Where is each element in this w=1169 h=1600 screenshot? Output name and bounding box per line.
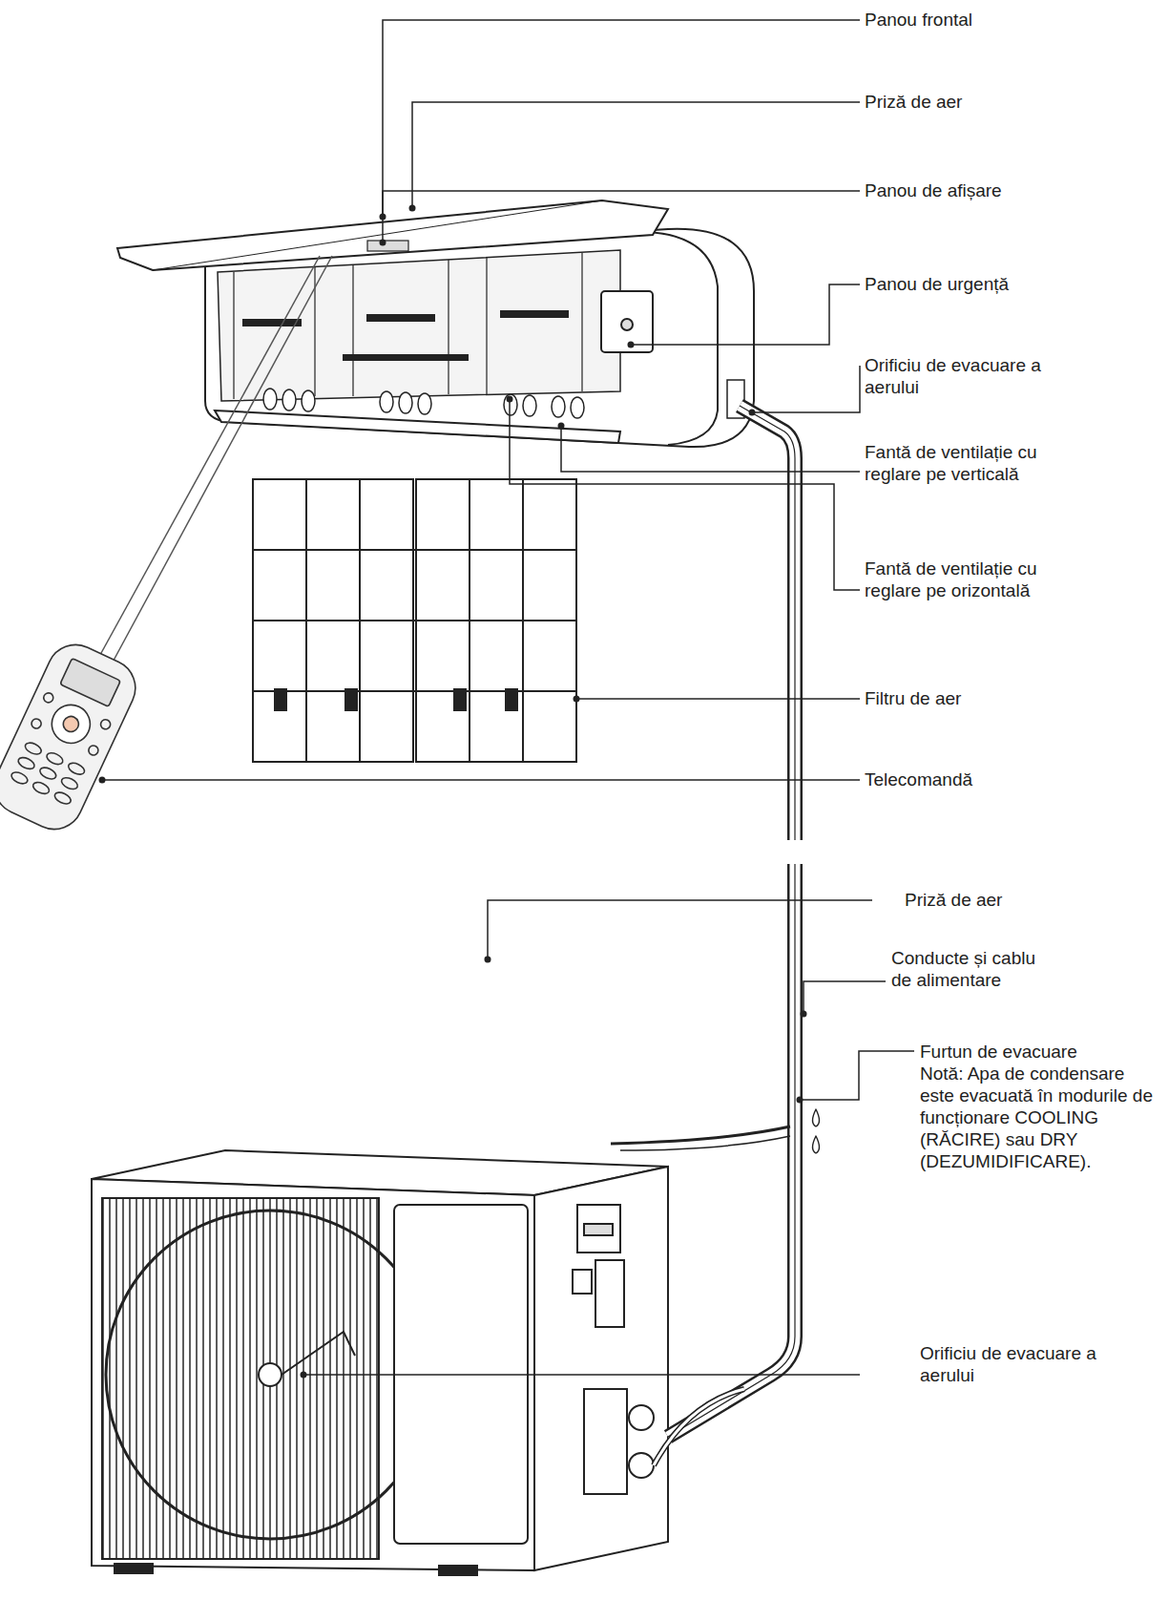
handle-grip [584,1223,613,1235]
outdoor-side [534,1166,668,1570]
pipe-center [668,863,795,1437]
leader-dot [506,396,514,403]
leader-dots [99,205,808,1378]
leader-line [382,20,860,217]
display-panel [367,240,409,251]
part-label: Panou de urgență [864,272,1151,295]
emergency-panel [601,291,653,353]
frame-line [232,271,234,399]
leader-line [102,778,860,781]
filter-tab [505,688,518,710]
leader-line [630,284,860,345]
part-label: Orificiu de evacuare a aerului [864,354,1094,398]
filter-tab [345,688,357,710]
part-label: Orificiu de evacuare a aerului [919,1341,1149,1386]
front-panel [117,200,668,271]
vent-row [263,388,585,418]
emergency-button [621,318,633,331]
filter-slot [367,314,435,321]
frame-line [581,252,583,392]
leader-dot [409,205,417,212]
leader-dot [99,776,106,784]
terminal-cover [595,1259,625,1327]
leader-dot [300,1371,308,1378]
leader-line [412,102,860,209]
pipe-branch [653,1388,745,1465]
leader-lines [102,20,915,1375]
terminal-cover [572,1269,592,1294]
part-label: Filtru de aer [864,687,1151,710]
foot [438,1565,478,1575]
part-label: Conducte și cablu de alimentare [891,946,1059,991]
leader-line [561,425,860,472]
fan-guard-arm [281,1331,355,1375]
filter-tab [454,688,466,710]
part-label: Fantă de ventilație cu reglare pe orizon… [864,557,1094,602]
part-label: Panou frontal [864,8,1151,31]
water-drop [813,1108,820,1127]
filter-grid [252,619,577,622]
leader-line [509,398,860,590]
front-panel-edge [152,200,603,271]
pipe-branch [653,1388,745,1465]
leader-dot [627,341,635,349]
frame-line [485,257,487,395]
pipe-inner [668,863,795,1437]
part-label: Fantă de ventilație cu reglare pe vertic… [864,440,1094,485]
air-filter [252,479,577,762]
leader-line [487,899,873,960]
leader-dot [800,1010,808,1018]
leader-dot [749,409,756,417]
leader-dot [573,695,581,703]
leader-line [382,190,860,243]
filter-tab [274,688,287,710]
service-valve [628,1452,654,1478]
indoor-cavity [217,250,621,401]
indoor-unit [117,200,754,447]
filter-grid [252,548,577,551]
frame-line [447,259,449,395]
outdoor-unit [91,1149,668,1575]
leader-dot [379,239,387,247]
foot [114,1563,153,1573]
leader-line [303,1373,860,1376]
fan-hub [258,1362,282,1386]
leader-line [751,365,860,413]
leader-dot [796,1096,804,1104]
water-drop [813,1135,820,1153]
pipe-outer [668,863,795,1437]
leader-line [576,697,860,700]
cable [620,1135,791,1150]
part-label: Priză de aer [864,90,1151,113]
part-label: Panou de afișare [864,179,1151,202]
remote-beam [95,255,333,669]
horizontal-louver [214,410,621,443]
remote-control [0,635,146,839]
part-label: Telecomandă [864,768,1151,791]
handle [577,1204,621,1253]
part-label: Priză de aer [904,888,1153,911]
filter-slot [343,354,468,360]
valve-plate [584,1388,627,1494]
leader-line [803,981,886,1014]
leader-dot [379,213,387,221]
leader-dot [558,422,565,430]
fan-grille [102,1197,379,1559]
frame-line [352,265,354,397]
part-label: Furtun de evacuare [919,1040,1159,1063]
part-label: Notă: Apa de condensare este evacuată în… [919,1062,1159,1172]
pipe-bundle [610,405,820,1465]
filter-grid [252,689,577,692]
filter-slot [501,311,568,317]
leader-line [799,1050,915,1100]
leader-dot [484,956,492,963]
service-valve [628,1404,654,1430]
filter-slot [243,319,301,326]
